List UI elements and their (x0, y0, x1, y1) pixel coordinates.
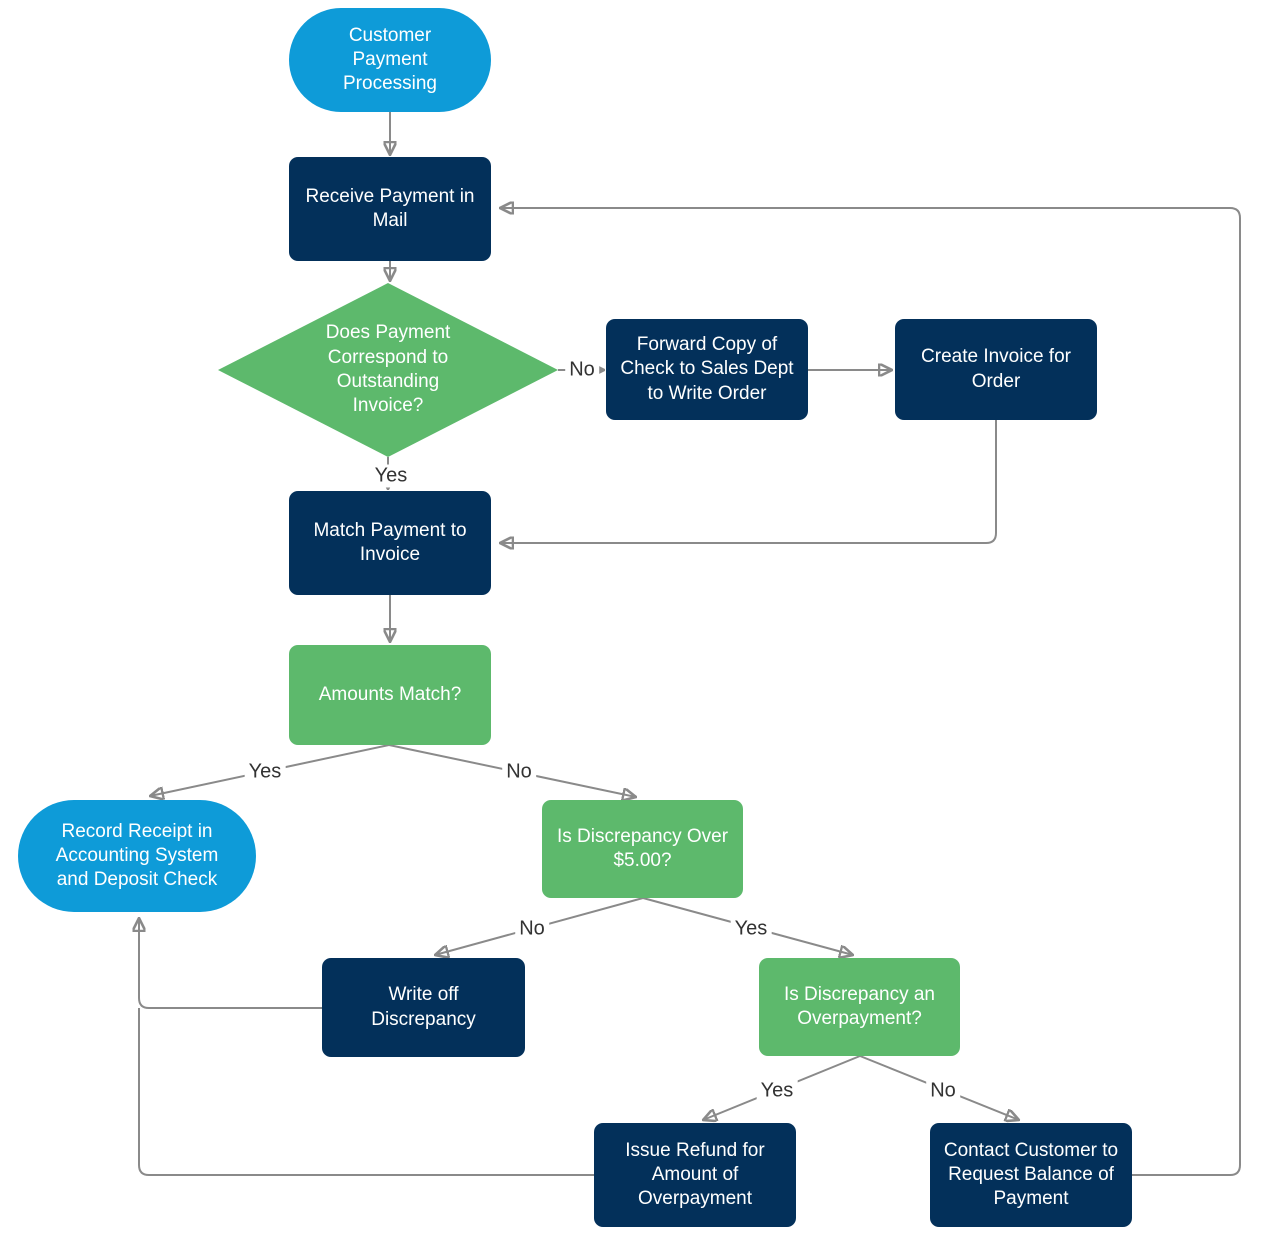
node-decision-amounts-match: Amounts Match? (289, 645, 491, 745)
node-write-off: Write off Discrepancy (322, 958, 525, 1057)
node-start: Customer Payment Processing (289, 8, 491, 112)
node-match-payment-label: Match Payment to Invoice (313, 519, 467, 565)
node-forward-copy-label: Forward Copy of Check to Sales Dept to W… (620, 334, 794, 404)
node-decision-discrepancy-over-label: Is Discrepancy Over $5.00? (556, 825, 729, 871)
node-create-invoice: Create Invoice for Order (895, 319, 1097, 420)
node-contact-customer: Contact Customer to Request Balance of P… (930, 1123, 1132, 1227)
node-forward-copy: Forward Copy of Check to Sales Dept to W… (606, 319, 808, 420)
edge-label-overpayment-no: No (926, 1079, 960, 1103)
edge-label-over-no: No (515, 917, 549, 941)
node-decision-payment-corresponds-label: Does Payment Correspond to Outstanding I… (325, 322, 451, 417)
edge-create-to-match (500, 420, 997, 543)
node-receive-payment-label: Receive Payment in Mail (305, 185, 475, 231)
node-decision-discrepancy-over: Is Discrepancy Over $5.00? (542, 800, 743, 898)
edge-label-amounts-no: No (502, 760, 536, 784)
node-write-off-label: Write off Discrepancy (371, 984, 476, 1030)
edge-label-amounts-yes: Yes (244, 760, 286, 784)
node-record-receipt-label: Record Receipt in Accounting System and … (55, 820, 219, 891)
edge-label-corresponds-yes: Yes (370, 464, 412, 488)
edge-label-corresponds-no: No (565, 358, 599, 382)
node-receive-payment: Receive Payment in Mail (289, 157, 491, 261)
edge-writeoff-to-record (139, 918, 322, 1009)
node-decision-amounts-match-label: Amounts Match? (318, 683, 462, 705)
node-issue-refund-label: Issue Refund for Amount of Overpayment (625, 1139, 765, 1210)
node-decision-overpayment-label: Is Discrepancy an Overpayment? (783, 983, 935, 1029)
edge-refund-to-record (138, 1008, 594, 1176)
node-decision-overpayment: Is Discrepancy an Overpayment? (759, 958, 960, 1056)
node-match-payment: Match Payment to Invoice (289, 491, 491, 595)
edge-label-overpayment-yes: Yes (756, 1079, 798, 1103)
node-start-label: Customer Payment Processing (343, 24, 437, 95)
node-create-invoice-label: Create Invoice for Order (921, 346, 1071, 392)
node-record-receipt: Record Receipt in Accounting System and … (18, 800, 256, 912)
node-contact-customer-label: Contact Customer to Request Balance of P… (943, 1139, 1119, 1210)
edge-label-over-yes: Yes (730, 917, 772, 941)
node-issue-refund: Issue Refund for Amount of Overpayment (594, 1123, 796, 1227)
edge-contact-to-receive (500, 208, 1241, 1176)
